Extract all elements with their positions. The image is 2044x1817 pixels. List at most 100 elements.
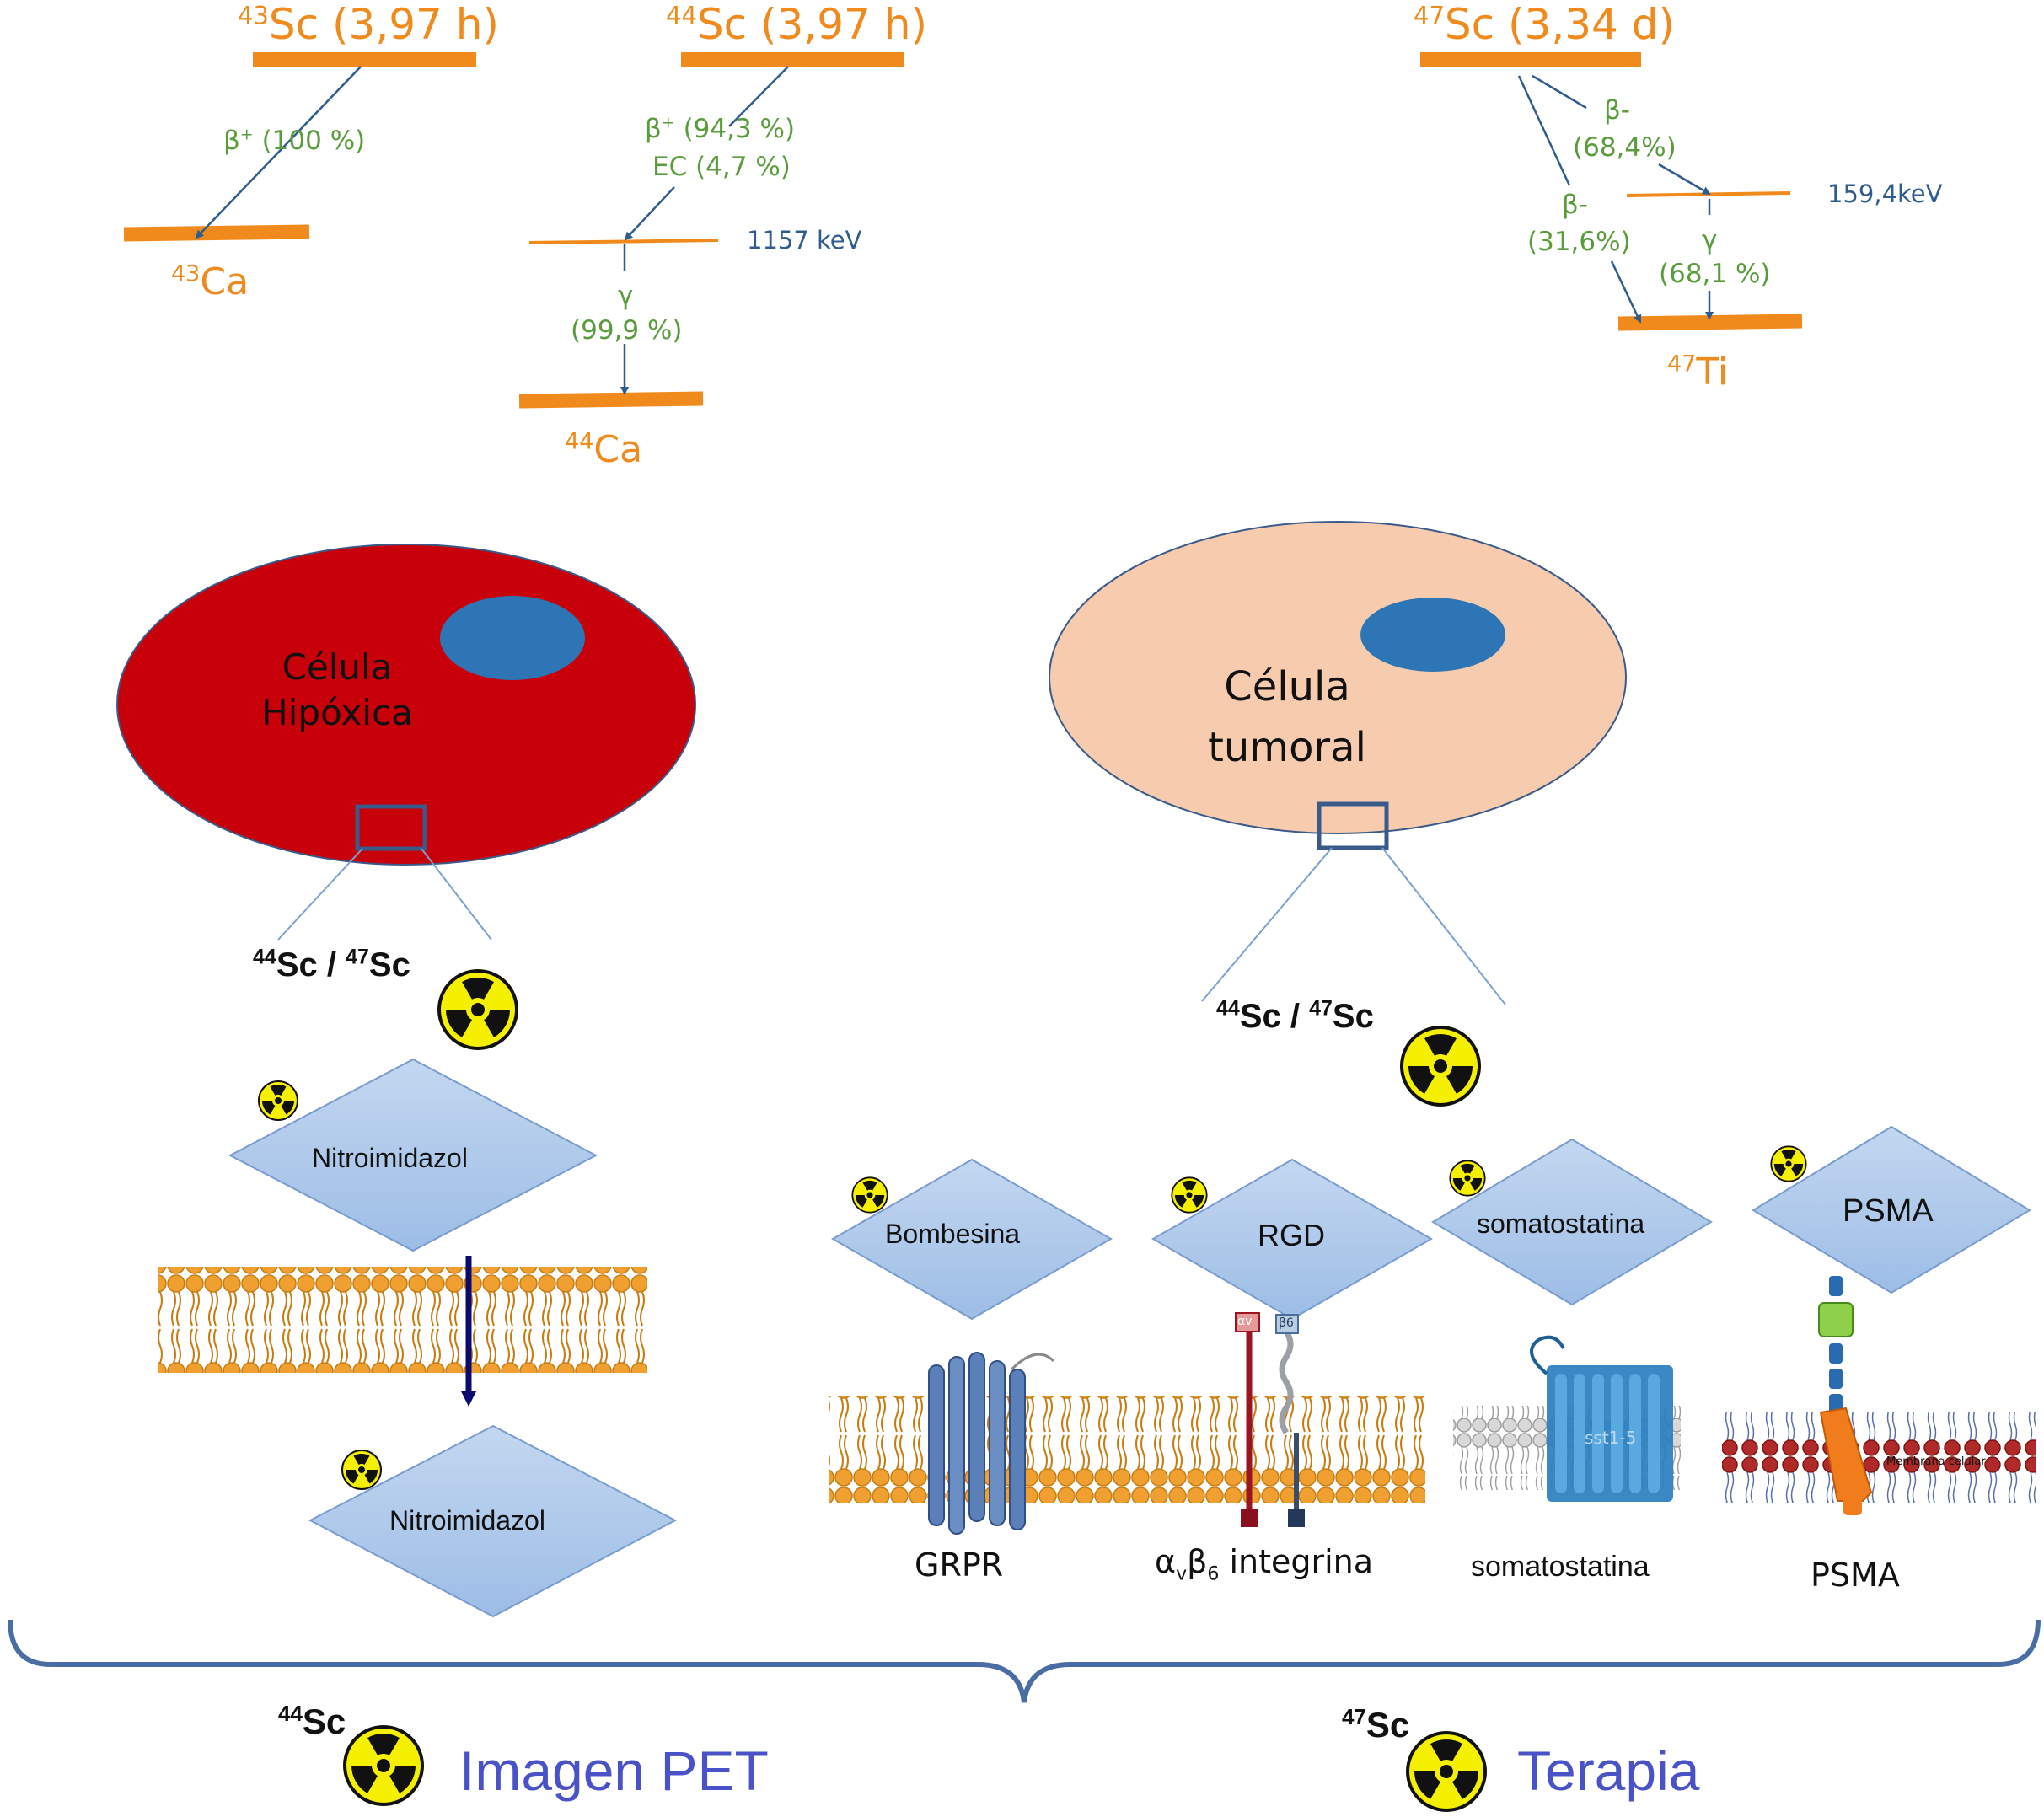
sc47-level-energy: 159,4keV: [1827, 180, 1943, 208]
lipid-bilayer-left: [158, 1267, 647, 1373]
sc44-ec-label: EC (4,7 %): [652, 152, 791, 182]
sc43-mass: 43: [238, 1, 269, 30]
pair-mass2: 47: [346, 945, 369, 969]
psma-diamond: [1752, 1125, 2031, 1294]
membrana-tag: Membrana celular: [1886, 1455, 1986, 1468]
tumoral-cell-body: [1049, 521, 1627, 834]
pair-sym2: Sc: [1332, 998, 1374, 1035]
pet-sym: Sc: [302, 1702, 346, 1741]
pair-mass1: 44: [253, 945, 276, 969]
sc43-beta-label: β+ (100 %): [223, 126, 366, 156]
hypoxic-cell-line1: Célula: [282, 646, 393, 688]
sc47-beta2-pct: (31,6%): [1527, 227, 1631, 257]
sc47-parent-label: 47Sc (3,34 d): [1414, 3, 1675, 46]
therapy-sym: Sc: [1365, 1705, 1410, 1745]
ligand-label-somatostatina: somatostatina: [1477, 1209, 1645, 1239]
ca44-ground-level: [518, 391, 704, 409]
hypoxic-zoom-line-left: [277, 848, 363, 941]
ti47-ground-level: [1617, 314, 1803, 331]
sc47-gamma-symbol: γ: [1702, 225, 1718, 255]
ca44-symbol: Ca: [593, 428, 643, 471]
sc44-parent-label: 44Sc (3,97 h): [666, 3, 927, 46]
sc44-gamma-symbol: γ: [618, 281, 634, 311]
lipid-bilayer-right: [829, 1396, 1425, 1503]
sc44-halflife: Sc (3,97 h): [696, 0, 927, 49]
somatostatin-receptor-icon: [1530, 1335, 1673, 1502]
tumoral-cell: [1049, 521, 1627, 1005]
integrin-alpha: α: [1155, 1543, 1177, 1580]
decay-scheme-sc44: [518, 52, 904, 409]
receptor-label-integrin: αvβ6 integrina: [1155, 1546, 1373, 1584]
ligand-label-bombesina: Bombesina: [885, 1219, 1021, 1249]
sc44-mass: 44: [666, 1, 697, 30]
integrin-beta: β: [1187, 1543, 1208, 1580]
sc47-beta1-pct: (68,4%): [1573, 132, 1677, 163]
decay-scheme-sc47: [1420, 52, 1803, 331]
tumoral-zoom-line-left: [1201, 847, 1333, 1002]
lipid-bilayer-red: [1722, 1412, 2036, 1503]
ca43-label: 43Ca: [171, 262, 249, 301]
integrin-alpha-tag: αv: [1237, 1315, 1253, 1328]
pair-sym2: Sc: [368, 946, 410, 984]
isotope-pair-left: 44Sc / 47Sc: [253, 945, 410, 984]
ligand-label-rgd: RGD: [1258, 1218, 1325, 1252]
beta-plus-sup: +: [661, 113, 675, 132]
sst-tag: sst1-5: [1585, 1428, 1637, 1448]
sc47-beta2-symbol: β-: [1562, 190, 1588, 220]
sc44-beta-label: β+ (94,3 %): [645, 113, 796, 144]
isotope-pair-right: 44Sc / 47Sc: [1216, 996, 1374, 1035]
sc47-halflife: Sc (3,34 d): [1444, 0, 1676, 49]
ti47-mass: 47: [1667, 351, 1697, 378]
therapy-label: Terapia: [1517, 1739, 1700, 1802]
nitroimidazol-diamond-top: [228, 1058, 598, 1252]
drug-label-bottom: Nitroimidazol: [389, 1505, 545, 1536]
hypoxic-cell-nucleus: [440, 596, 585, 680]
sc43-parent-label: 43Sc (3,97 h): [238, 3, 499, 46]
hypoxic-zoom-line-right: [421, 848, 492, 941]
beta-plus-pct: (94,3 %): [674, 114, 796, 144]
therapy-isotope-label: 47Sc: [1342, 1704, 1410, 1745]
therapy-mass: 47: [1342, 1704, 1366, 1729]
sc47-beta-31-arrow-a: [1517, 75, 1571, 186]
psma-receptor-icon: [1818, 1276, 1873, 1515]
sc44-parent-level: [681, 52, 904, 67]
decay-scheme-sc43: [123, 52, 476, 242]
pair-sym1: Sc /: [1239, 998, 1310, 1035]
receptor-label-psma: PSMA: [1811, 1557, 1900, 1594]
radiation-icon: [1170, 1175, 1208, 1214]
ca43-mass: 43: [171, 260, 201, 287]
ti47-label: 47Ti: [1667, 351, 1728, 391]
bottom-brace: [8, 1619, 2041, 1703]
ca44-label: 44Ca: [565, 428, 643, 471]
beta-plus-pct: (100 %): [253, 126, 366, 156]
pet-label: Imagen PET: [459, 1739, 769, 1802]
pair-mass1: 44: [1216, 996, 1240, 1021]
drug-label-top: Nitroimidazol: [312, 1143, 468, 1173]
receptor-label-somatostatina: somatostatina: [1471, 1551, 1650, 1583]
integrin-beta-sub: 6: [1207, 1563, 1220, 1585]
tumoral-cell-line1: Célula: [1224, 663, 1350, 710]
radiation-icon: [1769, 1144, 1807, 1182]
sc47-beta1-symbol: β-: [1604, 95, 1630, 126]
ca43-ground-level: [123, 224, 310, 242]
radiation-icon: [257, 1079, 298, 1121]
grpr-receptor-icon: [928, 1352, 1055, 1535]
sc47-beta-31-arrow-b: [1610, 260, 1642, 324]
beta-plus-symbol: β: [223, 126, 240, 156]
sc47-gamma-pct: (68,1 %): [1659, 259, 1771, 289]
ligand-label-psma: PSMA: [1843, 1193, 1934, 1229]
sc44-beta-plus-arrow-b: [624, 186, 675, 241]
hypoxic-zoom-box: [355, 804, 427, 851]
tumoral-cell-nucleus: [1360, 598, 1505, 672]
receptor-label-grpr: GRPR: [915, 1546, 1004, 1584]
radiation-icon: [1398, 1022, 1481, 1107]
tumoral-zoom-line-right: [1381, 847, 1506, 1005]
bombesina-diamond: [830, 1158, 1113, 1321]
radiation-icon: [1448, 1158, 1486, 1197]
pet-mass: 44: [278, 1701, 303, 1726]
radiation-icon: [341, 1722, 424, 1806]
sc43-beta-plus-arrow: [195, 66, 362, 239]
